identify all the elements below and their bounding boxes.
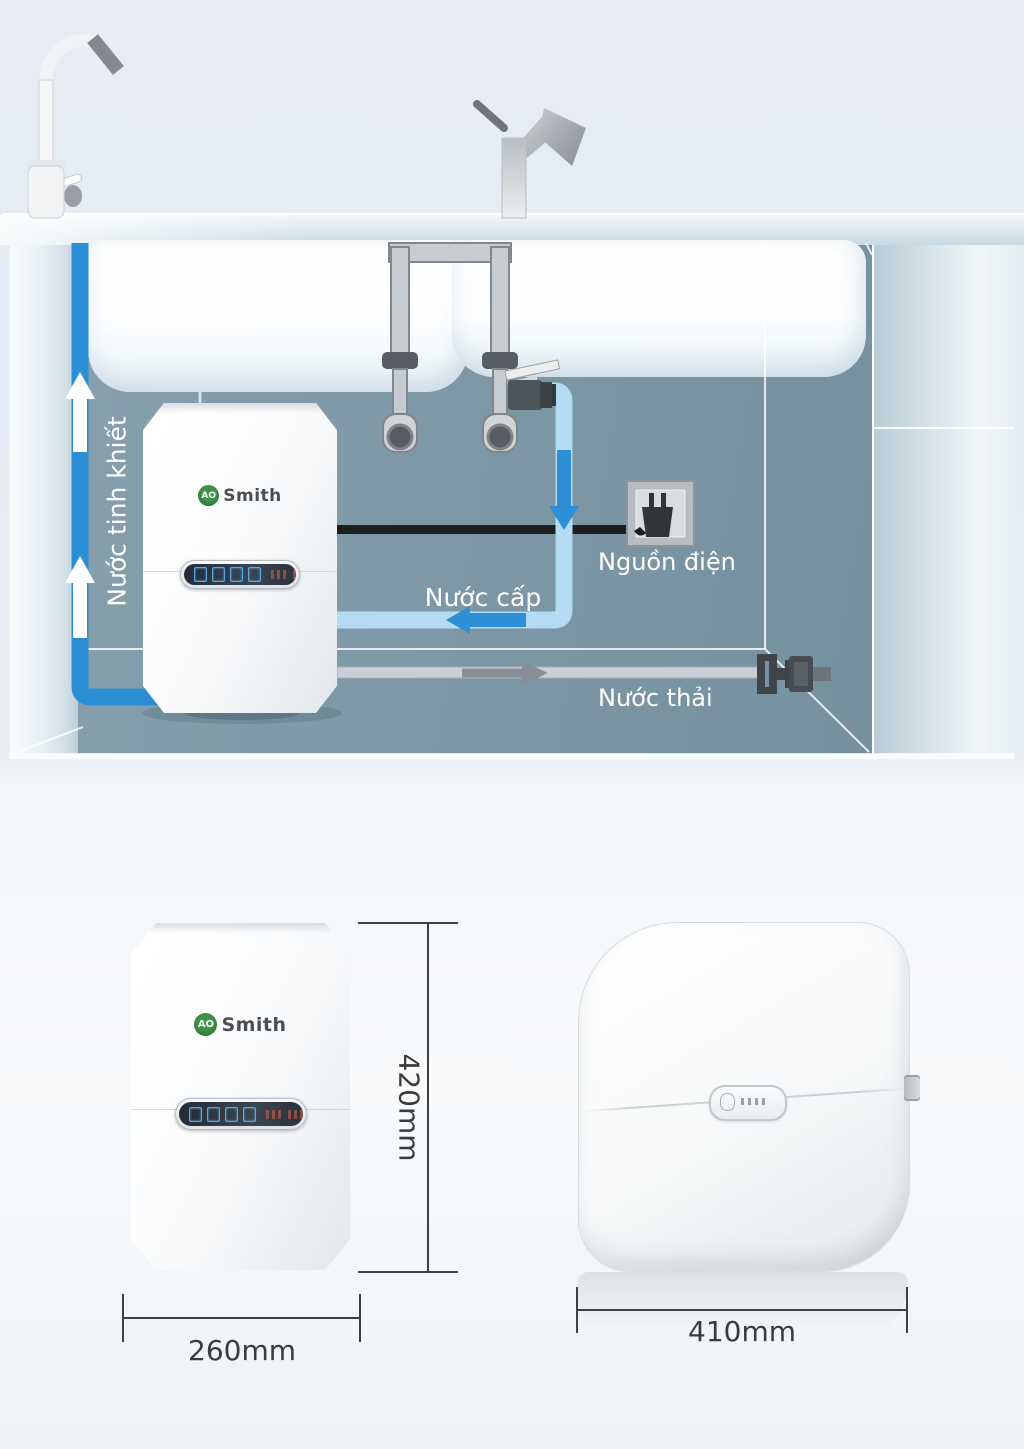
dim-tick — [122, 1294, 124, 1342]
indicator-icon — [242, 1106, 256, 1122]
down-arrow-icon — [549, 450, 579, 530]
control-panel — [180, 560, 300, 589]
water-purifier-front-view: AO Smith — [131, 923, 350, 1270]
cabinet-bottom-edge — [10, 753, 1014, 759]
latch-icon — [720, 1093, 735, 1111]
cabinet-right-panel — [872, 240, 1016, 754]
panel-screen — [184, 564, 296, 585]
control-panel — [174, 1098, 307, 1130]
dim-label-height: 420mm — [392, 1053, 426, 1162]
label-power-source: Nguồn điện — [598, 548, 736, 576]
unit-top-cap — [131, 923, 350, 934]
dim-tick — [359, 1294, 361, 1342]
indicator-icon — [188, 1106, 202, 1122]
dim-label-width: 260mm — [188, 1334, 296, 1367]
brand-name: Smith — [223, 485, 282, 506]
label-pure-water: Nước tinh khiết — [102, 416, 132, 607]
pure-water-pipe — [71, 243, 170, 706]
dim-tick — [358, 1271, 458, 1273]
cabinet-left-wall — [10, 240, 78, 754]
ao-smith-logo-icon: AO — [198, 485, 220, 506]
dim-line-height — [427, 923, 429, 1272]
indicator-icon — [224, 1106, 238, 1122]
water-purifier-side-view — [578, 922, 920, 1272]
indicator-icon — [248, 567, 261, 582]
label-supply-water: Nước cấp — [424, 583, 542, 612]
brand-logo: AO Smith — [143, 485, 337, 506]
latch-handle — [709, 1085, 787, 1121]
up-arrow-icon — [65, 556, 95, 638]
latch-marks — [741, 1098, 767, 1105]
water-purifier-unit: AO Smith — [143, 403, 337, 713]
label-waste-water: Nước thải — [598, 684, 713, 712]
drain-valve — [757, 654, 831, 694]
display-segment — [293, 570, 296, 579]
side-view-reflection — [578, 1272, 908, 1340]
kitchen-faucet — [473, 100, 586, 219]
plug-icon — [634, 493, 673, 537]
dim-line-depth — [577, 1309, 907, 1311]
unit-top-cap — [143, 403, 337, 414]
right-arrow-icon — [462, 661, 548, 685]
panel-screen — [178, 1102, 303, 1126]
brand-name: Smith — [221, 1013, 287, 1036]
cabinet-right-panel-divider — [872, 427, 1014, 429]
dim-line-width — [123, 1317, 360, 1319]
dim-tick — [906, 1287, 908, 1333]
display-segment — [271, 570, 288, 579]
fitting-nub — [904, 1075, 920, 1101]
up-arrow-icon — [65, 372, 95, 452]
dim-tick — [576, 1287, 578, 1333]
waste-pipe — [336, 666, 759, 679]
brand-logo: AO Smith — [131, 1013, 350, 1036]
dim-label-depth: 410mm — [688, 1315, 796, 1348]
sink-supply-pipes — [382, 242, 518, 453]
power-cable — [337, 525, 645, 534]
sink-right-bowl — [452, 240, 866, 377]
indicator-icon — [212, 567, 225, 582]
display-segment — [265, 1109, 283, 1119]
indicator-icon — [194, 567, 207, 582]
indicator-icon — [206, 1106, 220, 1122]
dim-tick — [358, 922, 458, 924]
drinking-faucet — [26, 33, 124, 219]
ao-smith-logo-icon: AO — [194, 1013, 218, 1036]
supply-valve — [504, 359, 561, 410]
left-arrow-icon — [446, 606, 526, 634]
display-segment — [287, 1109, 303, 1119]
indicator-icon — [230, 567, 243, 582]
